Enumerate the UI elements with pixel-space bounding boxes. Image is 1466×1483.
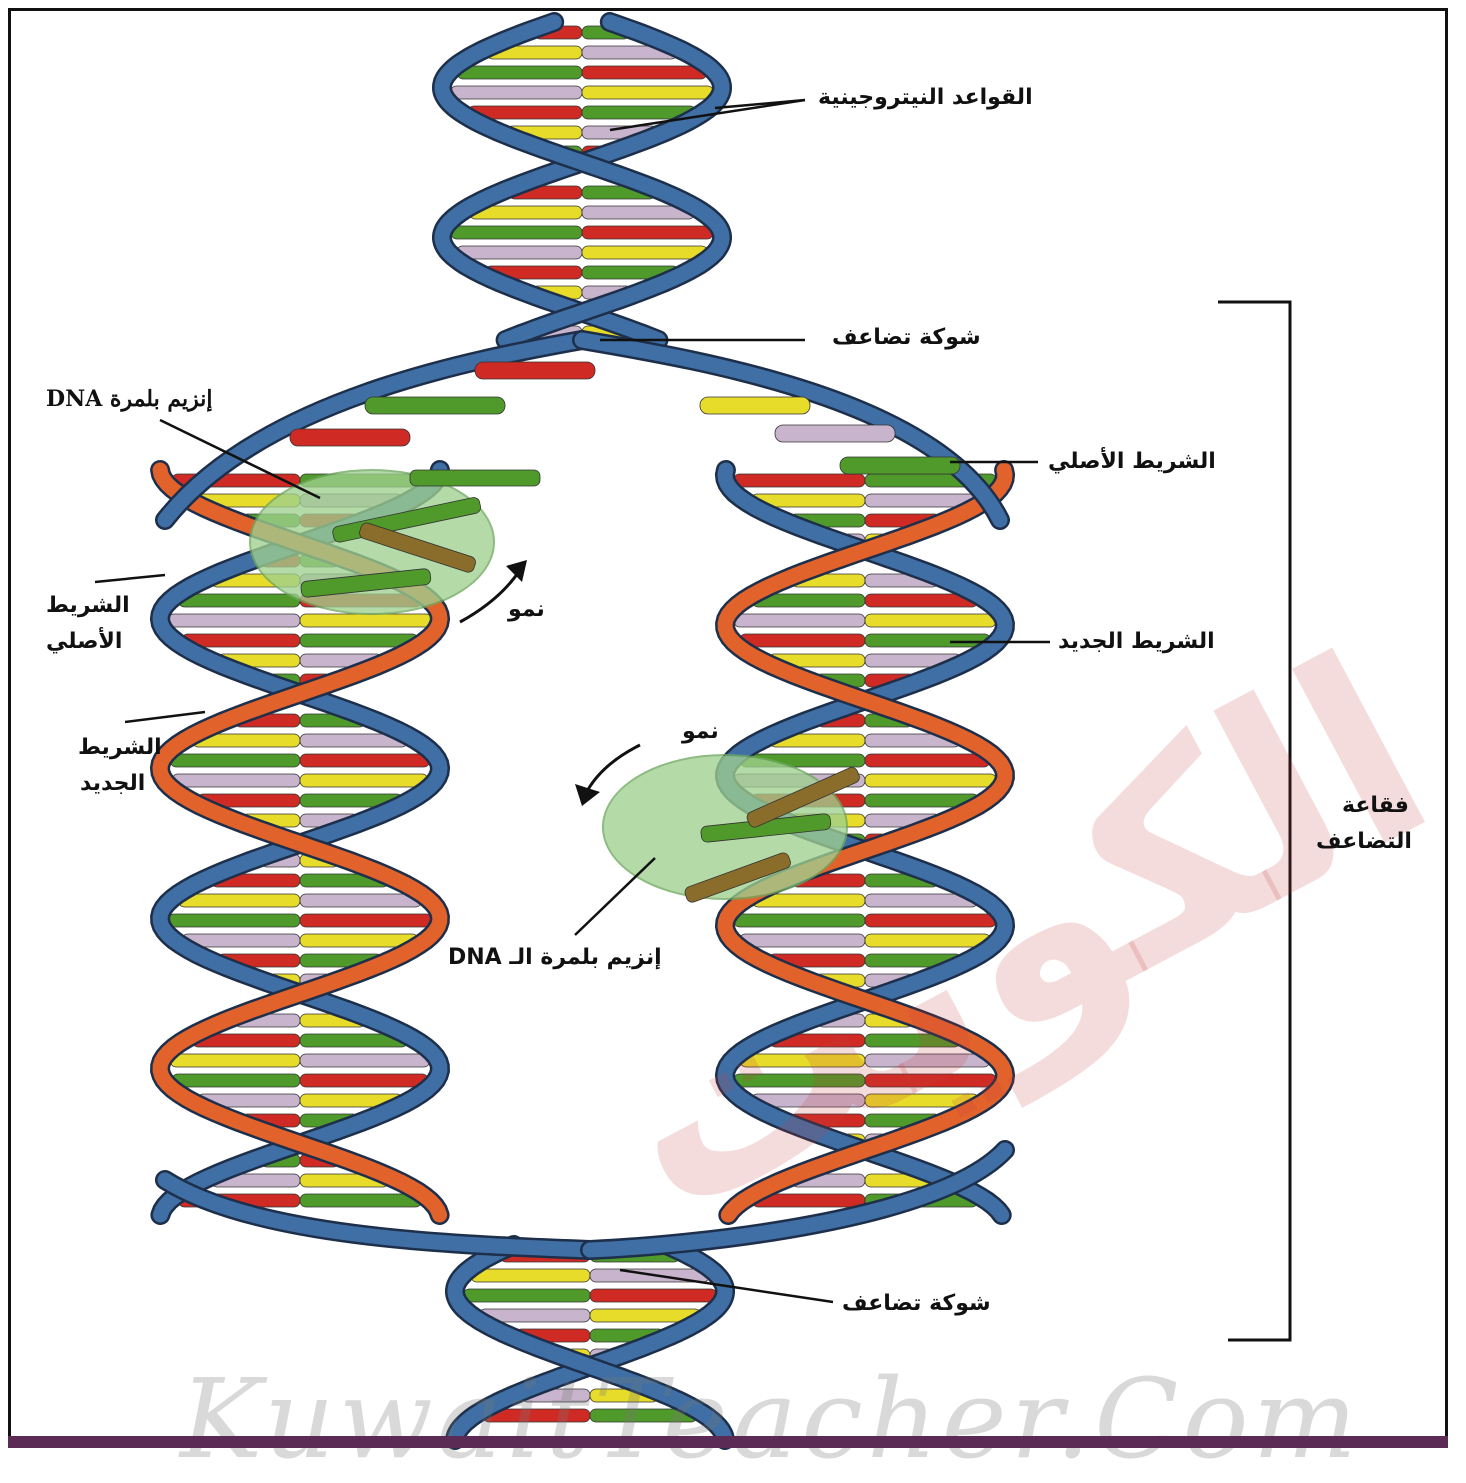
base-left: [178, 894, 300, 907]
base-right: [300, 754, 430, 767]
label-new-strand-right: الشريط الجديد: [1058, 628, 1215, 656]
base-right: [582, 66, 707, 79]
label-fork-bottom: شوكة تضاعف: [842, 1290, 991, 1318]
growth-arrow-bottom-head: [575, 784, 600, 806]
label-bubble-line1: فقاعة: [1342, 792, 1409, 820]
base-left: [170, 1054, 300, 1067]
label-new-strand-left-line1: الشريط: [78, 734, 162, 762]
base-left: [172, 1074, 300, 1087]
base-right: [300, 774, 428, 787]
dna-polymerase-left: [250, 470, 494, 614]
label-original-strand-right: الشريط الأصلي: [1048, 448, 1216, 476]
base-left: [463, 1289, 590, 1302]
base-right: [590, 1289, 717, 1302]
base-right: [300, 894, 422, 907]
base-left: [734, 474, 865, 487]
base-right: [300, 914, 432, 927]
base-left: [170, 754, 300, 767]
base-left: [451, 86, 582, 99]
label-enzyme-right: إنزيم بلمرة الـ DNA: [448, 944, 662, 972]
free-base: [840, 457, 960, 474]
incoming-nucleotide: [410, 470, 540, 486]
label-bubble-line2: التضاعف: [1316, 828, 1412, 856]
base-left: [471, 1269, 590, 1282]
leader-new-left: [125, 712, 205, 722]
latin-watermark: KuwaitTeacher.Com: [180, 1355, 1361, 1483]
free-base: [365, 397, 505, 414]
base-right: [582, 86, 713, 99]
free-base: [700, 397, 810, 414]
base-left: [168, 914, 300, 927]
free-base: [775, 425, 895, 442]
base-left: [740, 634, 865, 647]
base-right: [582, 226, 713, 239]
label-new-strand-left-line2: الجديد: [80, 770, 145, 798]
base-right: [865, 774, 996, 787]
base-right: [865, 614, 996, 627]
label-fork-top: شوكة تضاعف: [832, 324, 981, 352]
base-right: [582, 246, 708, 259]
bottom-bar: [8, 1436, 1448, 1448]
leader-enzyme-right: [575, 858, 655, 935]
base-right: [300, 1074, 428, 1087]
base-left: [178, 594, 300, 607]
label-original-strand-left-line1: الشريط: [46, 592, 130, 620]
base-right: [300, 1194, 422, 1207]
label-enzyme-left: إنزيم بلمرة DNA: [46, 386, 213, 414]
label-growth-bottom: نمو: [682, 718, 719, 746]
base-left: [457, 66, 582, 79]
free-base: [290, 429, 410, 446]
base-right: [300, 614, 432, 627]
base-right: [865, 754, 990, 767]
base-left: [172, 774, 300, 787]
base-left: [734, 614, 865, 627]
label-nitrogen-bases: القواعد النيتروجينية: [818, 84, 1033, 112]
base-left: [456, 246, 582, 259]
label-growth-top: نمو: [508, 596, 545, 624]
base-right: [865, 634, 990, 647]
leader-original-left: [95, 575, 165, 582]
free-base: [475, 362, 595, 379]
base-left: [451, 226, 582, 239]
label-original-strand-left-line2: الأصلي: [46, 628, 122, 656]
base-left: [168, 614, 300, 627]
growth-arrow-top-head: [506, 560, 527, 582]
base-right: [300, 1054, 430, 1067]
